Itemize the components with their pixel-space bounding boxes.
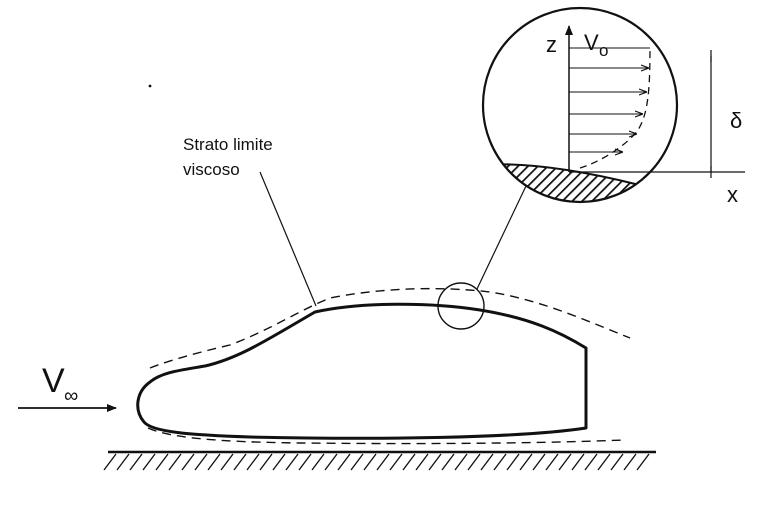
- ground-hatch-tick: [116, 453, 130, 471]
- ground-hatch-tick: [584, 453, 598, 471]
- ground-hatch-tick: [155, 453, 169, 471]
- ground-hatch-tick: [506, 453, 520, 471]
- x-axis-label: x: [727, 182, 738, 207]
- ground-hatch-tick: [233, 453, 247, 471]
- vehicle-body: [136, 302, 588, 440]
- velocity-profile: [569, 47, 650, 152]
- freestream-velocity: V ∞: [18, 362, 117, 412]
- ground-hatch-tick: [363, 453, 377, 471]
- ground-hatch-tick: [519, 453, 533, 471]
- detail-region-circle: [437, 282, 485, 330]
- z-axis-label: z: [546, 32, 557, 57]
- boundary-layer-edge-bottom: [147, 427, 626, 445]
- outer-velocity-symbol: V: [584, 30, 599, 55]
- ground-hatch-tick: [181, 453, 195, 471]
- ground-hatch-tick: [246, 453, 260, 471]
- ground-hatch-tick: [441, 453, 455, 471]
- ground-hatch-tick: [467, 453, 481, 471]
- ground-hatch-tick: [298, 453, 312, 471]
- ground-hatch-tick: [623, 453, 637, 471]
- ground-hatch-tick: [337, 453, 351, 471]
- outer-velocity-subscript: o: [599, 41, 608, 60]
- ground-hatch-tick: [324, 453, 338, 471]
- ground-hatch-tick: [259, 453, 273, 471]
- ground-hatch-tick: [272, 453, 286, 471]
- detail-connector-line: [476, 185, 527, 290]
- ground-hatch-tick: [389, 453, 403, 471]
- ground-hatch-tick: [415, 453, 429, 471]
- magnified-circle: [481, 6, 679, 204]
- ground-hatch-tick: [376, 453, 390, 471]
- speck: [148, 84, 152, 88]
- ground-hatch-tick: [311, 453, 325, 471]
- boundary-layer-edge-top: [149, 287, 631, 369]
- boundary-layer-label-line2: viscoso: [183, 160, 240, 179]
- ground-hatch-tick: [493, 453, 507, 471]
- ground-hatch-tick: [610, 453, 624, 471]
- ground-hatch-tick: [142, 453, 156, 471]
- freestream-subscript: ∞: [64, 385, 78, 407]
- label-leader-line: [259, 171, 317, 307]
- ground-hatch-tick: [285, 453, 299, 471]
- ground-hatch-tick: [558, 453, 572, 471]
- thickness-symbol: δ: [730, 108, 742, 133]
- ground-hatch-tick: [194, 453, 208, 471]
- ground-hatch-tick: [168, 453, 182, 471]
- ground-hatching: [103, 453, 650, 471]
- ground-hatch-tick: [636, 453, 650, 471]
- ground-hatch-tick: [597, 453, 611, 471]
- ground-hatch-tick: [545, 453, 559, 471]
- ground-hatch-tick: [428, 453, 442, 471]
- ground-hatch-tick: [129, 453, 143, 471]
- ground-hatch-tick: [454, 453, 468, 471]
- ground-hatch-tick: [350, 453, 364, 471]
- ground-hatch-tick: [532, 453, 546, 471]
- magnified-detail: z x V o δ: [481, 6, 745, 207]
- freestream-symbol: V: [42, 362, 65, 400]
- ground-hatch-tick: [207, 453, 221, 471]
- ground-hatch-tick: [480, 453, 494, 471]
- ground-hatch-tick: [571, 453, 585, 471]
- ground-hatch-tick: [220, 453, 234, 471]
- boundary-layer-label-line1: Strato limite: [183, 135, 273, 154]
- ground-hatch-tick: [103, 453, 117, 471]
- velocity-profile-envelope: [579, 47, 651, 169]
- ground: [103, 450, 656, 471]
- ground-hatch-tick: [402, 453, 416, 471]
- wall-surface-hatched: [483, 164, 677, 202]
